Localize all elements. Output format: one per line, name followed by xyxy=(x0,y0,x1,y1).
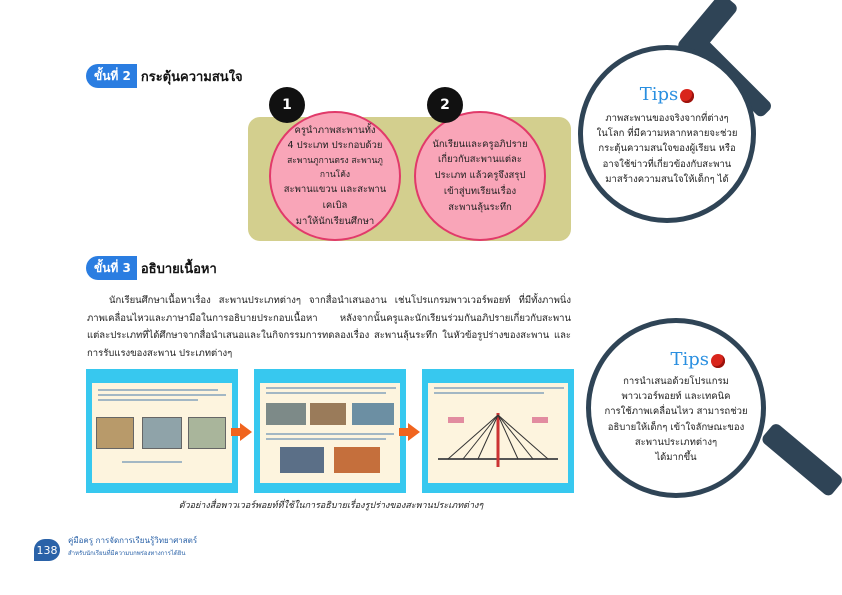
cable-bridge-diagram xyxy=(438,413,558,467)
bridge-image xyxy=(266,403,306,425)
bridge-image xyxy=(96,417,134,449)
tips1-line: ในโลก ที่มีความหลากหลายจะช่วย xyxy=(596,128,738,140)
tips-lens-1: Tips ภาพสะพานของจริงจากที่ต่างๆ ในโลก ที… xyxy=(578,45,756,223)
page-number: 138 xyxy=(34,539,60,561)
bridge-image xyxy=(352,403,394,425)
circle1-line: สะพานแขวน และสะพานเคเบิล xyxy=(283,184,387,211)
tips-body-2: การนำเสนอด้วยโปรแกรม พาวเวอร์พอยท์ และเท… xyxy=(591,374,761,465)
activity-circle-1-text: ครูนำภาพสะพานทั้ง 4 ประเภท ประกอบด้วย สะ… xyxy=(281,123,389,229)
right-arrow-icon xyxy=(408,423,420,441)
slide-thumbnail-1 xyxy=(86,369,238,493)
footer-title: คู่มือครู การจัดการเรียนรู้วิทยาศาสตร์ xyxy=(68,536,198,545)
tips-lens-2: Tips การนำเสนอด้วยโปรแกรม พาวเวอร์พอยท์ … xyxy=(586,318,766,498)
step2-title: กระตุ้นความสนใจ xyxy=(140,69,243,85)
circle1-line: 4 ประเภท ประกอบด้วย xyxy=(287,140,383,152)
tips2-line: ได้มากขึ้น xyxy=(655,451,697,463)
slide-content xyxy=(428,383,568,483)
slide-content xyxy=(260,383,400,483)
right-arrow-icon xyxy=(240,423,252,441)
activity-circle-2-text: นักเรียนและครูอภิปราย เกี่ยวกับสะพานแต่ล… xyxy=(432,137,527,215)
activity-circle-2: นักเรียนและครูอภิปราย เกี่ยวกับสะพานแต่ล… xyxy=(414,111,546,241)
circle1-line: มาให้นักเรียนศึกษา xyxy=(295,215,375,227)
tips1-line: ภาพสะพานของจริงจากที่ต่างๆ xyxy=(605,113,729,124)
step3-header: ขั้นที่ 3 อธิบายเนื้อหา xyxy=(86,255,217,281)
tips-body-1: ภาพสะพานของจริงจากที่ต่างๆ ในโลก ที่มีคว… xyxy=(583,111,751,187)
tips-title-text: Tips xyxy=(670,349,709,370)
tips2-line: การใช้ภาพเคลื่อนไหว สามารถช่วย xyxy=(604,406,748,418)
tips-title-text: Tips xyxy=(639,84,679,105)
circle1-line: ครูนำภาพสะพานทั้ง xyxy=(294,124,376,136)
tips2-line: สะพานประเภทต่างๆ xyxy=(634,436,718,448)
step2-badge: ขั้นที่ 2 xyxy=(86,64,137,88)
circle2-line: เกี่ยวกับสะพานแต่ละ xyxy=(438,154,522,166)
tips2-line: การนำเสนอด้วยโปรแกรม xyxy=(623,376,729,387)
arrow-stem xyxy=(231,428,240,436)
step3-badge: ขั้นที่ 3 xyxy=(86,256,137,280)
step2-header: ขั้นที่ 2 กระตุ้นความสนใจ xyxy=(86,63,243,89)
footer-subtitle: สำหรับนักเรียนที่มีความบกพร่องทางการได้ย… xyxy=(68,550,186,557)
step3-title: อธิบายเนื้อหา xyxy=(140,261,217,277)
body-paragraph: นักเรียนศึกษาเนื้อหาเรื่อง สะพานประเภทต่… xyxy=(87,295,571,359)
magnifier-handle-2 xyxy=(760,421,842,498)
activity-circle-1: ครูนำภาพสะพานทั้ง 4 ประเภท ประกอบด้วย สะ… xyxy=(269,111,401,241)
tips-title-1: Tips xyxy=(583,84,751,105)
tips2-line: พาวเวอร์พอยท์ และเทคนิค xyxy=(621,391,731,403)
bridge-image xyxy=(280,447,324,473)
circle2-line: เข้าสู่บทเรียนเรื่อง xyxy=(443,185,517,197)
tips-title-2: Tips xyxy=(591,349,761,370)
tips1-line: อาจใช้ข่าวที่เกี่ยวข้องกับสะพาน xyxy=(602,158,732,170)
bridge-image xyxy=(334,447,380,473)
slide-thumbnail-2 xyxy=(254,369,406,493)
step-number-2: 2 xyxy=(427,87,463,123)
step-number-1: 1 xyxy=(269,87,305,123)
figure-caption: ตัวอย่างสื่อพาวเวอร์พอยท์ที่ใช้ในการอธิบ… xyxy=(178,501,484,511)
tips1-line: กระตุ้นความสนใจของผู้เรียน หรือ xyxy=(598,143,736,155)
bridge-image xyxy=(142,417,182,449)
circle2-line: ประเภท แล้วครูจึงสรุป xyxy=(434,170,526,182)
pushpin-icon xyxy=(680,88,695,103)
arrow-stem xyxy=(399,428,408,436)
tips2-line: อธิบายให้เด็กๆ เข้าใจลักษณะของ xyxy=(607,421,745,433)
bridge-image xyxy=(188,417,226,449)
circle1-line: สะพานภูกานตรง สะพานภูกานโค้ง xyxy=(287,156,383,181)
circle2-line: นักเรียนและครูอภิปราย xyxy=(432,138,528,150)
tips1-line: มาสร้างความสนใจให้เด็กๆ ได้ xyxy=(605,173,729,185)
bridge-image xyxy=(310,403,346,425)
circle2-line: สะพานลุ้นระทึก xyxy=(448,201,512,213)
slide-content xyxy=(92,383,232,483)
slide-thumbnail-3 xyxy=(422,369,574,493)
pushpin-icon xyxy=(711,353,725,368)
